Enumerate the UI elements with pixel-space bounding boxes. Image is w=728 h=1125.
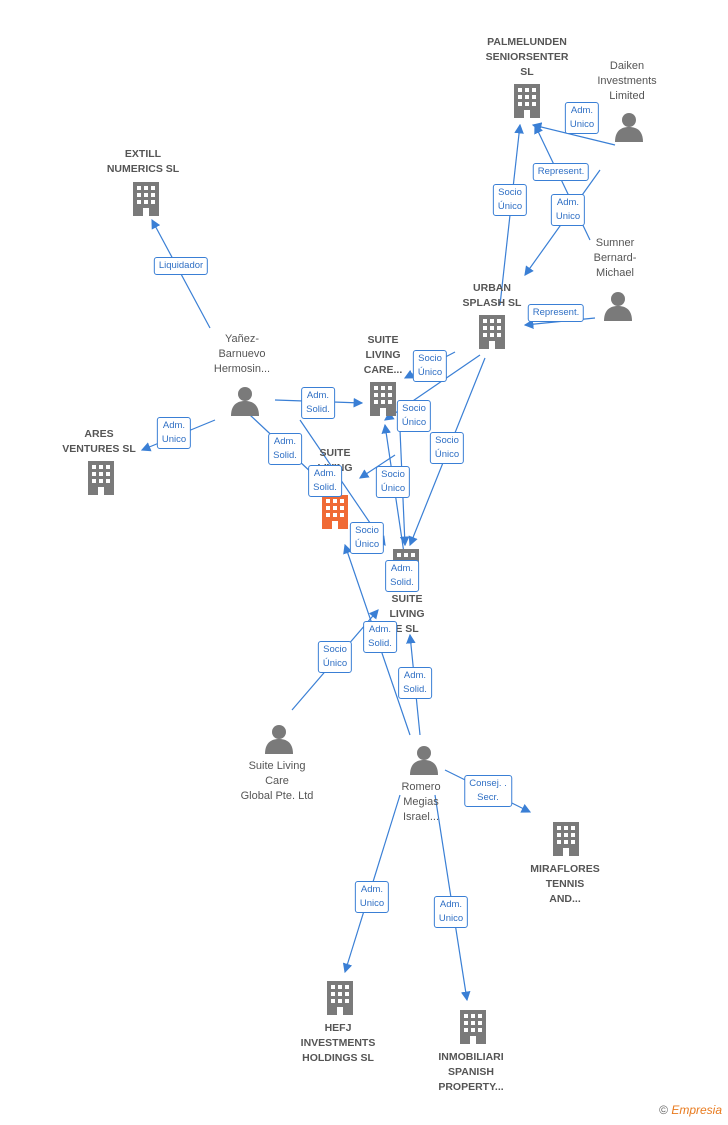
person-icon-sumner[interactable]: [604, 292, 632, 321]
building-icon-palmelunden[interactable]: [514, 84, 540, 118]
building-icon-inmobiliari[interactable]: [460, 1010, 486, 1044]
building-icon-ares[interactable]: [88, 461, 114, 495]
edge-label: Socio Único: [412, 350, 448, 382]
person-icon-romero[interactable]: [410, 746, 438, 775]
building-icon-extill[interactable]: [133, 182, 159, 216]
empresia-logo: Empresia: [671, 1103, 722, 1117]
node-label-palmelunden[interactable]: PALMELUNDEN SENIORSENTER SL: [485, 36, 569, 78]
edge-label: Socio Único: [349, 522, 385, 554]
node-label-urban[interactable]: URBAN SPLASH SL: [462, 282, 522, 309]
copyright: © Empresia: [659, 1103, 722, 1117]
building-icon-suite_care[interactable]: [370, 382, 396, 416]
node-label-extill[interactable]: EXTILL NUMERICS SL: [106, 148, 180, 175]
node-label-yanez[interactable]: Yañez- Barnuevo Hermosin...: [213, 333, 271, 375]
edge-label: Adm. Solid.: [301, 387, 335, 419]
person-icon-yanez[interactable]: [231, 387, 259, 416]
edge-label: Adm. Unico: [354, 881, 390, 913]
node-label-ares[interactable]: ARES VENTURES SL: [62, 428, 136, 455]
node-label-inmobiliari[interactable]: INMOBILIARI SPANISH PROPERTY...: [438, 1051, 504, 1093]
edge-label: Consej. . Secr.: [464, 775, 512, 807]
edge-label: Liquidador: [153, 257, 209, 275]
edge-label: Adm. Solid.: [385, 560, 419, 592]
edge-label: Adm. Solid.: [363, 621, 397, 653]
node-label-suite_care[interactable]: SUITE LIVING CARE...: [363, 334, 403, 376]
node-label-romero[interactable]: Romero Megias Israel...: [401, 781, 441, 823]
person-icon-global[interactable]: [265, 725, 293, 754]
node-label-hefj[interactable]: HEFJ INVESTMENTS HOLDINGS SL: [300, 1022, 376, 1064]
edge-label: Represent.: [527, 304, 585, 322]
node-label-miraflores[interactable]: MIRAFLORES TENNIS AND...: [530, 863, 600, 905]
edge-label: Adm. Solid.: [268, 433, 302, 465]
edge-label: Socio Único: [375, 466, 411, 498]
edge-label: Socio Único: [396, 400, 432, 432]
node-label-global[interactable]: Suite Living Care Global Pte. Ltd: [240, 760, 314, 802]
edge-line: [531, 122, 616, 146]
edge-label: Socio Único: [429, 432, 465, 464]
person-icon-daiken[interactable]: [615, 113, 643, 142]
edge-label: Adm. Solid.: [308, 465, 342, 497]
edge-label: Adm. Unico: [433, 896, 469, 928]
edge-label: Represent.: [532, 163, 590, 181]
edge-label: Socio Único: [317, 641, 353, 673]
edge-label: Adm. Unico: [564, 102, 600, 134]
building-icon-miraflores[interactable]: [553, 822, 579, 856]
building-icon-hefj[interactable]: [327, 981, 353, 1015]
node-label-suite_sl[interactable]: SUITE LIVING E SL: [389, 593, 425, 635]
edge-label: Socio Único: [492, 184, 528, 216]
building-icon-suite_focus[interactable]: [322, 495, 348, 529]
edge-label: Adm. Solid.: [398, 667, 432, 699]
node-label-sumner[interactable]: Sumner Bernard- Michael: [593, 237, 637, 279]
node-label-daiken[interactable]: Daiken Investments Limited: [597, 60, 657, 102]
building-icon-urban[interactable]: [479, 315, 505, 349]
edge-label: Adm. Unico: [156, 417, 192, 449]
edge-label: Adm. Unico: [550, 194, 586, 226]
